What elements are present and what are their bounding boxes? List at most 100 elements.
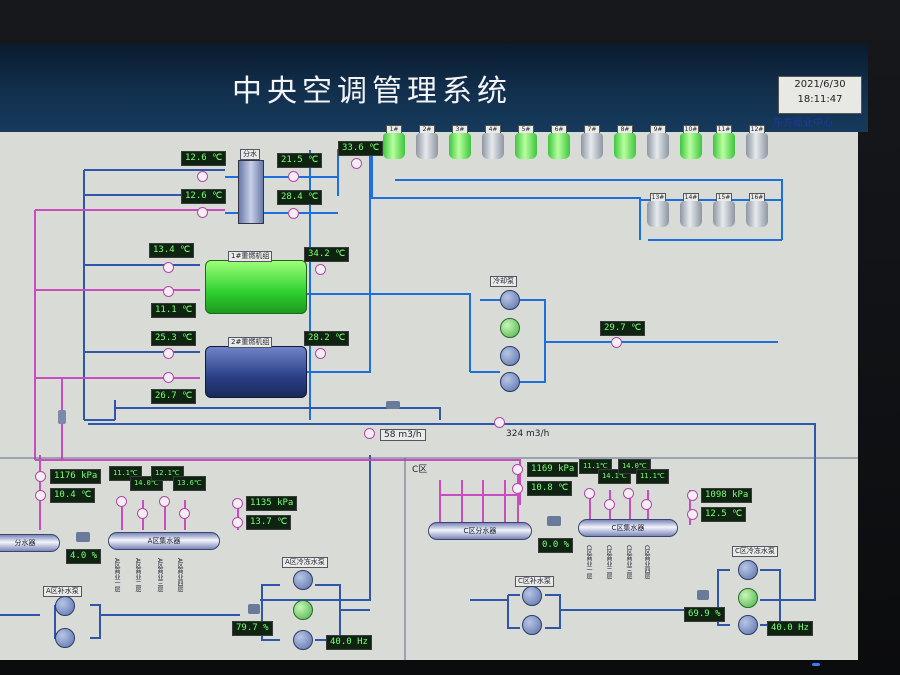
zone-c-loop-pump-2[interactable] xyxy=(738,588,758,608)
cooling-tower-6[interactable]: 6# xyxy=(546,125,572,161)
zone-c-gauge-temp-right[interactable] xyxy=(687,509,698,520)
gauge-7[interactable] xyxy=(315,264,326,275)
cooling-tower-5[interactable]: 5# xyxy=(513,125,539,161)
cooling-tower-12[interactable]: 12# xyxy=(744,125,770,161)
cooling-tower-2[interactable]: 2# xyxy=(414,125,440,161)
cooling-tower-11[interactable]: 11# xyxy=(711,125,737,161)
chiller-1[interactable] xyxy=(205,260,307,314)
zone-c-vessel-left[interactable]: C区分水器 xyxy=(428,522,532,540)
cooling-tower-body xyxy=(614,133,636,159)
power-led-icon xyxy=(812,663,820,666)
zone-a-vessel-right[interactable]: A区集水器 xyxy=(108,532,220,550)
temp-readout-6: 13.4 ℃ xyxy=(149,243,195,258)
cooling-tower-body xyxy=(746,133,768,159)
zone-a-supply-pump-2[interactable] xyxy=(55,628,75,648)
cooling-pump-2[interactable] xyxy=(500,318,520,338)
zone-a-pump-valve[interactable] xyxy=(248,604,260,614)
zone-a-branch-3: A区商业三层 xyxy=(156,558,163,593)
zone-c-valve[interactable] xyxy=(547,516,561,526)
zone-a-loop-pump-2[interactable] xyxy=(293,600,313,620)
zone-c-branch-gauge-1[interactable] xyxy=(584,488,595,499)
zone-c-branch-gauge-2[interactable] xyxy=(604,499,615,510)
cooling-tower-10[interactable]: 10# xyxy=(678,125,704,161)
gauge-12[interactable] xyxy=(611,337,622,348)
page-title: 中央空调管理系统 xyxy=(232,74,512,109)
valve-icon[interactable] xyxy=(386,401,400,409)
zone-a-loop-pump-3[interactable] xyxy=(293,630,313,650)
gauge-9[interactable] xyxy=(163,348,174,359)
gauge-3[interactable] xyxy=(288,171,299,182)
zone-c-supply-pump-1[interactable] xyxy=(522,586,542,606)
manifold[interactable] xyxy=(238,160,264,224)
zone-c-loop-pump-1[interactable] xyxy=(738,560,758,580)
zone-a-supply-pump-1[interactable] xyxy=(55,596,75,616)
gauge-8[interactable] xyxy=(163,286,174,297)
zone-a-gauge-temp-right[interactable] xyxy=(232,517,243,528)
zone-c-vessel-right[interactable]: C区集水器 xyxy=(578,519,678,537)
zone-c-branch-1: C区商业一层 xyxy=(585,545,592,580)
cooling-pump-1[interactable] xyxy=(500,290,520,310)
zone-c-gauge-pressure-right[interactable] xyxy=(687,490,698,501)
zone-a-branch-gauge-3[interactable] xyxy=(159,496,170,507)
cooling-tower-body xyxy=(713,201,735,227)
zone-a-branch-gauge-1[interactable] xyxy=(116,496,127,507)
zone-c-loop-pump-label: C区冷冻水泵 xyxy=(732,546,778,557)
zone-c-loop-pump-3[interactable] xyxy=(738,615,758,635)
zone-a-valve[interactable] xyxy=(76,532,90,542)
zone-a-temp-left: 10.4 ℃ xyxy=(50,488,96,503)
gauge-6[interactable] xyxy=(163,262,174,273)
chilled-pipe-zone-c xyxy=(470,569,815,629)
zone-c-supply-pump-2[interactable] xyxy=(522,615,542,635)
organization-name: 东方商业中心 xyxy=(773,118,833,129)
temp-readout-12: 29.7 ℃ xyxy=(600,321,646,336)
cooling-tower-body xyxy=(713,133,735,159)
gauge-4[interactable] xyxy=(288,208,299,219)
cooling-tower-14[interactable]: 14# xyxy=(678,193,704,229)
zone-c-branch-gauge-3[interactable] xyxy=(623,488,634,499)
cooling-tower-9[interactable]: 9# xyxy=(645,125,671,161)
zone-c-branch-gauge-4[interactable] xyxy=(641,499,652,510)
cooling-tower-13[interactable]: 13# xyxy=(645,193,671,229)
cooling-tower-8[interactable]: 8# xyxy=(612,125,638,161)
cooling-tower-4[interactable]: 4# xyxy=(480,125,506,161)
gauge-2[interactable] xyxy=(197,207,208,218)
screen-header xyxy=(0,44,868,132)
zone-a-gauge-temp[interactable] xyxy=(35,490,46,501)
cooling-tower-body xyxy=(515,133,537,159)
cooling-tower-15[interactable]: 15# xyxy=(711,193,737,229)
temp-readout-11: 26.7 ℃ xyxy=(151,389,197,404)
cooling-pump-3[interactable] xyxy=(500,346,520,366)
zone-a-gauge-pressure-right[interactable] xyxy=(232,498,243,509)
zone-c-temp-left: 10.8 ℃ xyxy=(527,481,573,496)
valve-icon-left[interactable] xyxy=(58,410,66,424)
flow-gauge-1[interactable] xyxy=(364,428,375,439)
cooling-pump-group-label: 冷却泵 xyxy=(490,276,517,287)
temp-readout-4: 28.4 ℃ xyxy=(277,190,323,205)
cooling-tower-1[interactable]: 1# xyxy=(381,125,407,161)
cooling-tower-body xyxy=(647,201,669,227)
zone-c-pump-valve[interactable] xyxy=(697,590,709,600)
zone-c-gauge-temp[interactable] xyxy=(512,483,523,494)
zone-a-branch-gauge-4[interactable] xyxy=(179,508,190,519)
cooling-tower-7[interactable]: 7# xyxy=(579,125,605,161)
zone-a-pct-left: 4.0 % xyxy=(66,549,102,564)
zone-a-branch-gauge-2[interactable] xyxy=(137,508,148,519)
zone-a-gauge-pressure[interactable] xyxy=(35,471,46,482)
zone-c-gauge-pressure[interactable] xyxy=(512,464,523,475)
flow-gauge-2[interactable] xyxy=(494,417,505,428)
zone-a-loop-pump-1[interactable] xyxy=(293,570,313,590)
gauge-11[interactable] xyxy=(163,372,174,383)
chiller-2[interactable] xyxy=(205,346,307,398)
temp-readout-9: 25.3 ℃ xyxy=(151,331,197,346)
manifold-label: 分水 xyxy=(240,149,260,160)
zone-a-vessel-left[interactable]: 分水器 xyxy=(0,534,60,552)
cooling-tower-16[interactable]: 16# xyxy=(744,193,770,229)
cooling-pump-4[interactable] xyxy=(500,372,520,392)
cooling-tower-3[interactable]: 3# xyxy=(447,125,473,161)
zone-a-branch-2: A区商业二层 xyxy=(134,558,141,593)
flow-readout-1: 58 m3/h xyxy=(380,429,426,441)
gauge-10[interactable] xyxy=(315,348,326,359)
cooling-tower-body xyxy=(482,133,504,159)
gauge-5[interactable] xyxy=(351,158,362,169)
gauge-1[interactable] xyxy=(197,171,208,182)
